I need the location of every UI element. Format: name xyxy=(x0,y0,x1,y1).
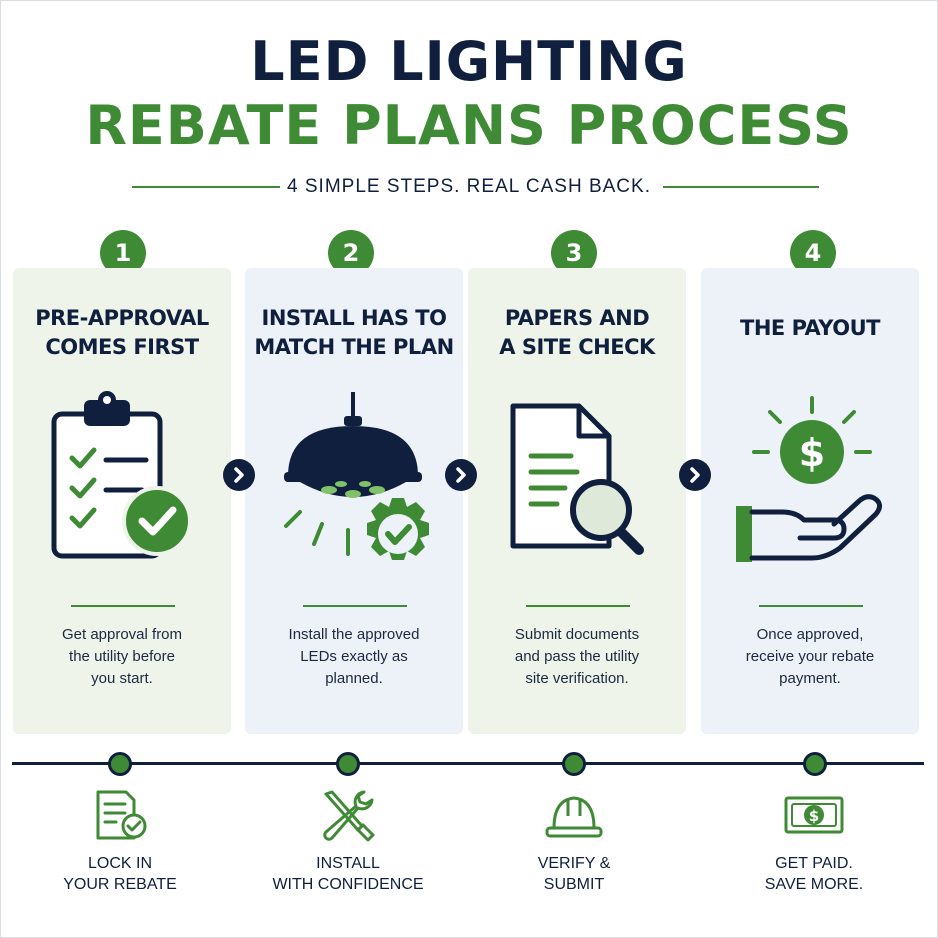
timeline-label-1: LOCK IN YOUR REBATE xyxy=(30,853,210,895)
step-card-3: PAPERS AND A SITE CHECK Submit documents… xyxy=(468,268,686,734)
step-title-line: A SITE CHECK xyxy=(499,335,655,359)
timeline-label-line: SUBMIT xyxy=(543,876,605,893)
timeline-label-line: INSTALL xyxy=(316,855,380,872)
step-title: PRE-APPROVAL COMES FIRST xyxy=(13,304,231,362)
step-title-line: COMES FIRST xyxy=(45,335,199,359)
step-description-line: receive your rebate xyxy=(745,648,875,665)
timeline-label-4: GET PAID. SAVE MORE. xyxy=(724,853,904,895)
step-card-1: PRE-APPROVAL COMES FIRST Get approval fr… xyxy=(13,268,231,734)
step-description: Once approved, receive your rebate payme… xyxy=(701,624,919,690)
timeline-label-line: GET PAID. xyxy=(775,855,853,872)
step-divider xyxy=(71,605,175,607)
timeline-node xyxy=(108,752,132,776)
step-title-line: PRE-APPROVAL xyxy=(35,306,209,330)
subtitle: 4 SIMPLE STEPS. REAL CASH BACK. xyxy=(287,176,651,197)
step-description-line: payment. xyxy=(779,670,841,687)
svg-text:$: $ xyxy=(809,807,819,825)
timeline-label-line: LOCK IN xyxy=(87,855,152,872)
timeline-line xyxy=(12,762,924,765)
step-divider xyxy=(759,605,863,607)
timeline-node xyxy=(803,752,827,776)
page-title-line2: REBATE PLANS PROCESS xyxy=(85,94,853,157)
step-card-2: INSTALL HAS TO MATCH THE PLAN Install th… xyxy=(245,268,463,734)
timeline-node xyxy=(562,752,586,776)
step-description-line: planned. xyxy=(325,670,383,687)
hard-hat-icon xyxy=(545,796,603,838)
step-description-line: Get approval from xyxy=(61,626,183,643)
clipboard-checklist-icon xyxy=(51,391,192,559)
step-title-line: THE PAYOUT xyxy=(740,316,880,340)
step-title-line: MATCH THE PLAN xyxy=(254,335,454,359)
document-check-icon xyxy=(96,790,147,840)
step-title: PAPERS AND A SITE CHECK xyxy=(468,304,686,362)
step-description-line: Install the approved xyxy=(288,626,420,643)
step-title: THE PAYOUT xyxy=(701,314,919,343)
document-magnifier-icon xyxy=(510,403,644,555)
hand-dollar-coin-icon: $ xyxy=(736,396,882,562)
step-divider xyxy=(526,605,630,607)
page-title-line1: LED LIGHTING xyxy=(250,30,688,93)
timeline-label-line: WITH CONFIDENCE xyxy=(272,876,424,893)
chevron-right-icon xyxy=(445,459,477,491)
chevron-right-icon xyxy=(223,459,255,491)
step-divider xyxy=(303,605,407,607)
step-description: Get approval from the utility before you… xyxy=(13,624,231,690)
svg-text:$: $ xyxy=(799,431,825,475)
step-title: INSTALL HAS TO MATCH THE PLAN xyxy=(245,304,463,362)
step-title-line: PAPERS AND xyxy=(504,306,650,330)
step-card-4: THE PAYOUT $ Once approved, receive your… xyxy=(701,268,919,734)
step-description-line: LEDs exactly as xyxy=(300,648,408,665)
chevron-right-icon xyxy=(679,459,711,491)
subtitle-rule-right xyxy=(663,186,819,188)
timeline-label-line: VERIFY & xyxy=(537,855,611,872)
step-description: Submit documents and pass the utility si… xyxy=(468,624,686,690)
step-title-line: INSTALL HAS TO xyxy=(261,306,447,330)
step-description: Install the approved LEDs exactly as pla… xyxy=(245,624,463,690)
step-description-line: the utility before xyxy=(69,648,175,665)
timeline-label-3: VERIFY & SUBMIT xyxy=(484,853,664,895)
step-description-line: Once approved, xyxy=(756,626,864,643)
step-description-line: and pass the utility xyxy=(514,648,640,665)
subtitle-rule-left xyxy=(132,186,280,188)
led-fixture-gear-check-icon xyxy=(284,392,429,560)
step-description-line: Submit documents xyxy=(514,626,640,643)
step-description-line: site verification. xyxy=(525,670,629,687)
timeline-label-2: INSTALL WITH CONFIDENCE xyxy=(258,853,438,895)
timeline-node xyxy=(336,752,360,776)
wrench-screwdriver-icon xyxy=(323,790,375,842)
timeline-label-line: YOUR REBATE xyxy=(63,876,177,893)
dollar-bill-icon: $ xyxy=(784,796,844,834)
subtitle-row: 4 SIMPLE STEPS. REAL CASH BACK. xyxy=(0,172,938,202)
step-description-line: you start. xyxy=(91,670,153,687)
timeline-label-line: SAVE MORE. xyxy=(764,876,864,893)
